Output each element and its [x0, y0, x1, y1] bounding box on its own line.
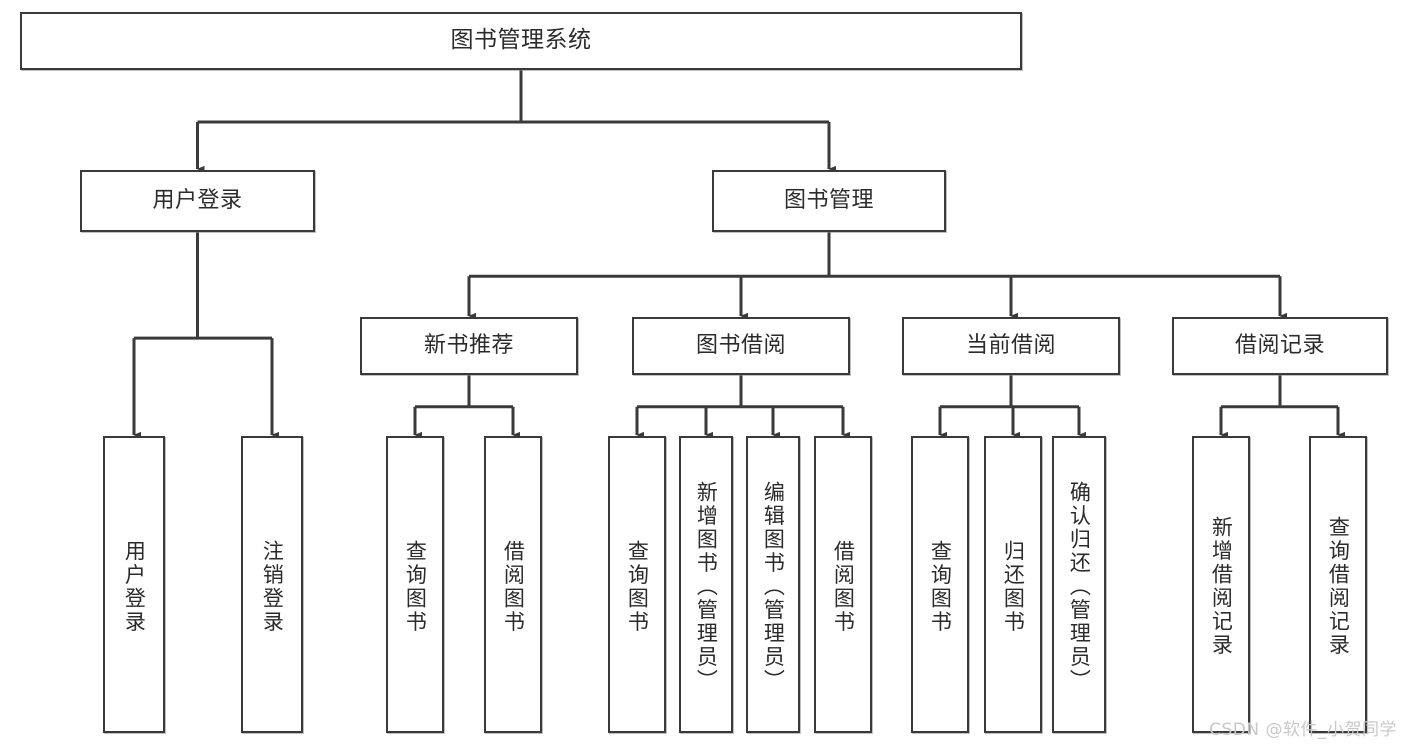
node-leaf-return-book[interactable]: 归还图书 — [984, 436, 1042, 733]
node-label: 图书管理 — [783, 187, 874, 213]
node-book-manage[interactable]: 图书管理 — [712, 170, 946, 232]
node-label: 用户登录 — [122, 539, 147, 634]
node-label: 编辑图书（管理员） — [761, 480, 786, 693]
node-new-book-rec[interactable]: 新书推荐 — [360, 317, 578, 375]
node-label: 用户登录 — [152, 187, 243, 213]
node-leaf-add-record[interactable]: 新增借阅记录 — [1192, 436, 1250, 733]
csdn-watermark: CSDN @软件_小贺同学 — [1209, 720, 1397, 740]
node-label: 查询借阅记录 — [1326, 516, 1351, 657]
node-leaf-user-login[interactable]: 用户登录 — [103, 436, 165, 733]
node-leaf-query-book-3[interactable]: 查询图书 — [911, 436, 969, 733]
node-current-borrow[interactable]: 当前借阅 — [902, 317, 1120, 375]
node-borrow-record[interactable]: 借阅记录 — [1172, 317, 1388, 375]
node-label: 借阅图书 — [501, 539, 526, 634]
node-leaf-query-book-2[interactable]: 查询图书 — [608, 436, 666, 733]
node-label: 归还图书 — [1001, 539, 1026, 634]
node-leaf-edit-book[interactable]: 编辑图书（管理员） — [746, 436, 800, 733]
node-root[interactable]: 图书管理系统 — [20, 12, 1022, 70]
node-leaf-borrow-book-2[interactable]: 借阅图书 — [814, 436, 872, 733]
node-label: 新增借阅记录 — [1209, 516, 1234, 657]
node-label: 借阅记录 — [1234, 332, 1325, 358]
node-label: 图书借阅 — [695, 332, 786, 358]
node-label: 查询图书 — [625, 539, 650, 634]
node-leaf-query-book-1[interactable]: 查询图书 — [386, 436, 444, 733]
node-label: 借阅图书 — [831, 539, 856, 634]
node-label: 查询图书 — [403, 539, 428, 634]
node-user-login[interactable]: 用户登录 — [80, 170, 315, 232]
node-leaf-confirm-return[interactable]: 确认归还（管理员） — [1052, 436, 1106, 733]
node-label: 注销登录 — [260, 539, 285, 634]
node-label: 新增图书（管理员） — [694, 480, 719, 693]
node-book-borrow[interactable]: 图书借阅 — [632, 317, 850, 375]
node-leaf-borrow-book-1[interactable]: 借阅图书 — [484, 436, 542, 733]
node-label: 查询图书 — [928, 539, 953, 634]
node-label: 图书管理系统 — [450, 27, 592, 54]
node-leaf-query-record[interactable]: 查询借阅记录 — [1309, 436, 1367, 733]
node-label: 当前借阅 — [965, 332, 1056, 358]
node-leaf-add-book[interactable]: 新增图书（管理员） — [679, 436, 733, 733]
node-leaf-user-logout[interactable]: 注销登录 — [241, 436, 303, 733]
node-label: 确认归还（管理员） — [1067, 480, 1092, 693]
node-label: 新书推荐 — [423, 332, 514, 358]
